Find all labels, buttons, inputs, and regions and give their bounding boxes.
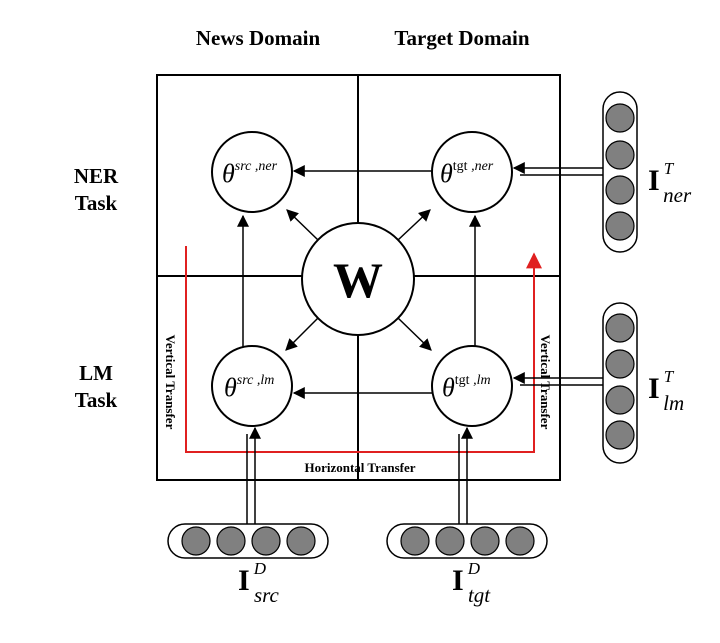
cross-task-arrows	[237, 214, 481, 347]
lm-task-label-line2: Task	[75, 388, 118, 412]
theta-tgt-lm-node	[431, 345, 513, 427]
src-domain-input-layer	[167, 523, 329, 559]
cross-domain-arrows	[292, 165, 432, 399]
theta-tgt-ner-node	[431, 131, 513, 213]
domain-input-arrows	[246, 426, 473, 527]
theta-tgt-ner-label: θtgt ,ner	[440, 159, 494, 188]
theta-tgt-lm-label: θtgt ,lm	[442, 373, 491, 402]
lm-task-label-line1: LM	[79, 361, 113, 385]
theta-src-ner-label: θsrc ,ner	[222, 159, 278, 188]
theta-src-ner-node	[211, 131, 293, 213]
ner-task-label-line2: Task	[75, 191, 118, 215]
lm-target-input-layer	[602, 302, 638, 464]
news-domain-header: News Domain	[196, 26, 321, 50]
shared-weights-node	[301, 222, 415, 336]
ner-target-input-layer	[602, 91, 638, 253]
w-arrows	[285, 209, 432, 351]
theta-src-lm-label: θsrc ,lm	[224, 373, 274, 402]
shared-weights-label: W	[333, 252, 383, 308]
theta-src-lm-node	[211, 345, 293, 427]
ner-task-label-line1: NER	[74, 164, 119, 188]
transfer-path	[185, 246, 542, 453]
target-domain-header: Target Domain	[394, 26, 529, 50]
vertical-transfer-right-label: Vertical Transfer	[538, 335, 553, 430]
horizontal-transfer-label: Horizontal Transfer	[304, 460, 415, 475]
vertical-transfer-left-label: Vertical Transfer	[163, 335, 178, 430]
tgt-domain-input-layer	[386, 523, 548, 559]
target-input-arrows	[512, 162, 606, 386]
